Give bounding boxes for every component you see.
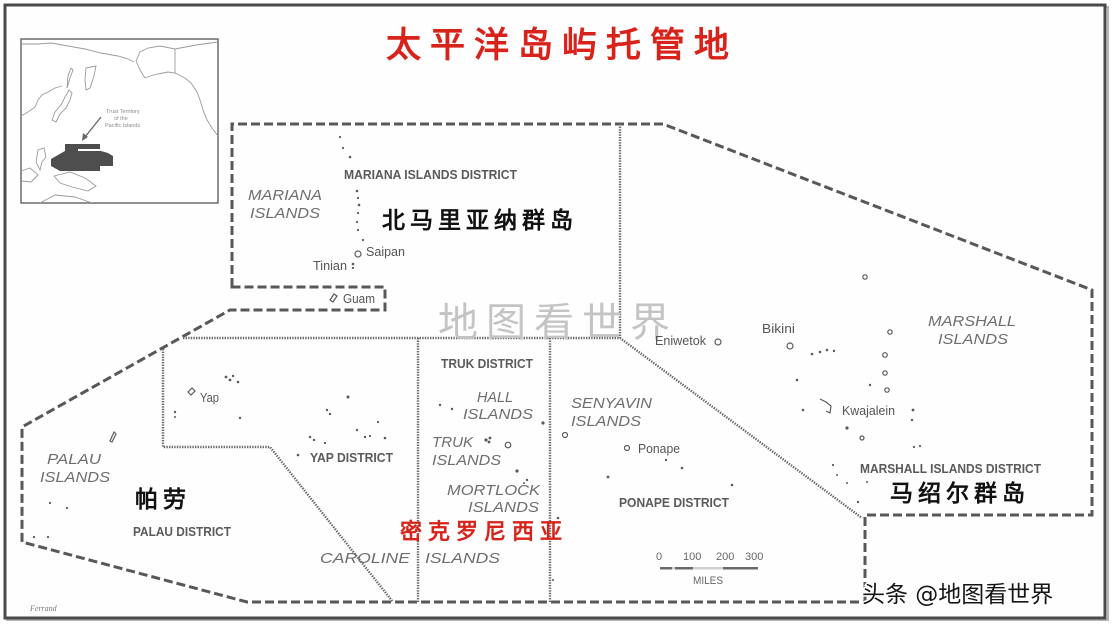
region-senyavin-line-2: ISLANDS <box>571 413 641 430</box>
place-bikini: Bikini <box>762 322 795 336</box>
district-label-marshall: MARSHALL ISLANDS DISTRICT <box>860 461 1041 476</box>
truk-atoll <box>504 441 512 449</box>
region-palau-line-2: ISLANDS <box>40 469 110 486</box>
place-guam: Guam <box>343 292 375 306</box>
inset-label-line-1: Trust Territory <box>106 109 140 115</box>
credit-watermark: 头条 @地图看世界 <box>862 582 1053 608</box>
trust-territory-shaded-area <box>51 144 113 171</box>
cn-label-northern-mariana: 北马里亚纳群岛 <box>382 207 578 234</box>
scale-tick-300: 300 <box>745 551 763 563</box>
yap-district-boundary <box>161 349 394 603</box>
kamchatka-coast <box>84 65 97 91</box>
siberia-coast <box>21 42 135 63</box>
place-eniwetok: Eniwetok <box>655 334 707 348</box>
scale-bar: 0 100 200 300 MILES <box>656 551 763 587</box>
sakhalin-coast <box>66 67 74 89</box>
region-marshall-line-1: MARSHALL <box>928 313 1016 330</box>
region-mortlock-line-2: ISLANDS <box>468 499 539 516</box>
region-hall-line-1: HALL <box>477 389 513 406</box>
district-label-truk: TRUK DISTRICT <box>441 356 533 371</box>
australia-coast <box>39 194 93 204</box>
kwajalein-atoll <box>819 398 832 414</box>
place-kwajalein: Kwajalein <box>842 404 895 418</box>
scale-bar-base <box>660 567 758 570</box>
district-label-mariana: MARIANA ISLANDS DISTRICT <box>344 167 517 182</box>
scale-unit: MILES <box>693 575 723 587</box>
place-yap: Yap <box>200 391 219 405</box>
district-label-palau: PALAU DISTRICT <box>133 524 231 539</box>
palau-island <box>109 430 117 443</box>
region-truk-line-2: ISLANDS <box>432 452 501 469</box>
ponape-island <box>623 444 631 452</box>
place-ponape: Ponape <box>638 442 680 456</box>
eniwetok-atoll <box>714 338 722 346</box>
philippines-coast <box>35 147 47 172</box>
map-title: 太平洋岛屿托管地 <box>386 25 738 66</box>
indonesia-coast <box>20 167 39 183</box>
cn-label-micronesia: 密克罗尼西亚 <box>400 519 568 545</box>
watermark: 地图看世界 <box>438 300 678 346</box>
region-hall-line-2: ISLANDS <box>463 406 533 423</box>
inset-label-line-3: Pacific Islands <box>105 123 140 129</box>
scale-tick-0: 0 <box>656 551 662 563</box>
district-boundaries <box>161 124 863 603</box>
region-mariana-line-1: MARIANA <box>248 187 322 204</box>
cartographer-signature: Ferrand <box>29 604 58 613</box>
place-tinian: Tinian <box>313 259 347 273</box>
bikini-atoll <box>786 342 794 350</box>
district-label-ponape: PONAPE DISTRICT <box>619 495 729 510</box>
cn-label-marshall: 马绍尔群岛 <box>890 480 1030 507</box>
arrow-icon <box>82 133 88 141</box>
district-label-yap: YAP DISTRICT <box>310 450 393 465</box>
japan-coast <box>51 89 73 123</box>
inset-label-line-2: of the <box>114 116 128 122</box>
new-guinea-coast <box>53 171 97 192</box>
cn-label-palau: 帕劳 <box>135 486 191 513</box>
island-markers <box>32 135 922 581</box>
region-palau-line-1: PALAU <box>47 451 101 468</box>
guam-island <box>329 293 338 303</box>
place-saipan: Saipan <box>366 245 405 259</box>
marshall-district-boundary <box>183 336 863 519</box>
region-truk-line-1: TRUK <box>432 434 474 451</box>
asia-coast <box>20 85 63 117</box>
alaska-coast <box>135 41 219 137</box>
region-caroline-line-2: ISLANDS <box>425 550 500 567</box>
scale-tick-200: 200 <box>716 551 734 563</box>
region-caroline-line-1: CAROLINE <box>320 550 411 567</box>
scale-tick-100: 100 <box>683 551 701 563</box>
region-marshall-line-2: ISLANDS <box>938 331 1008 348</box>
inset-arrow-line <box>84 116 102 138</box>
yap-island <box>187 387 196 396</box>
region-mortlock-line-1: MORTLOCK <box>447 482 541 499</box>
trust-territory-boundary <box>20 122 1094 604</box>
region-mariana-line-2: ISLANDS <box>250 205 320 222</box>
senyavin-atoll <box>561 431 569 439</box>
region-senyavin-line-1: SENYAVIN <box>571 395 652 412</box>
saipan-island <box>354 250 362 258</box>
inset-locator-map: Trust Territory of the Pacific Islands <box>20 38 219 204</box>
